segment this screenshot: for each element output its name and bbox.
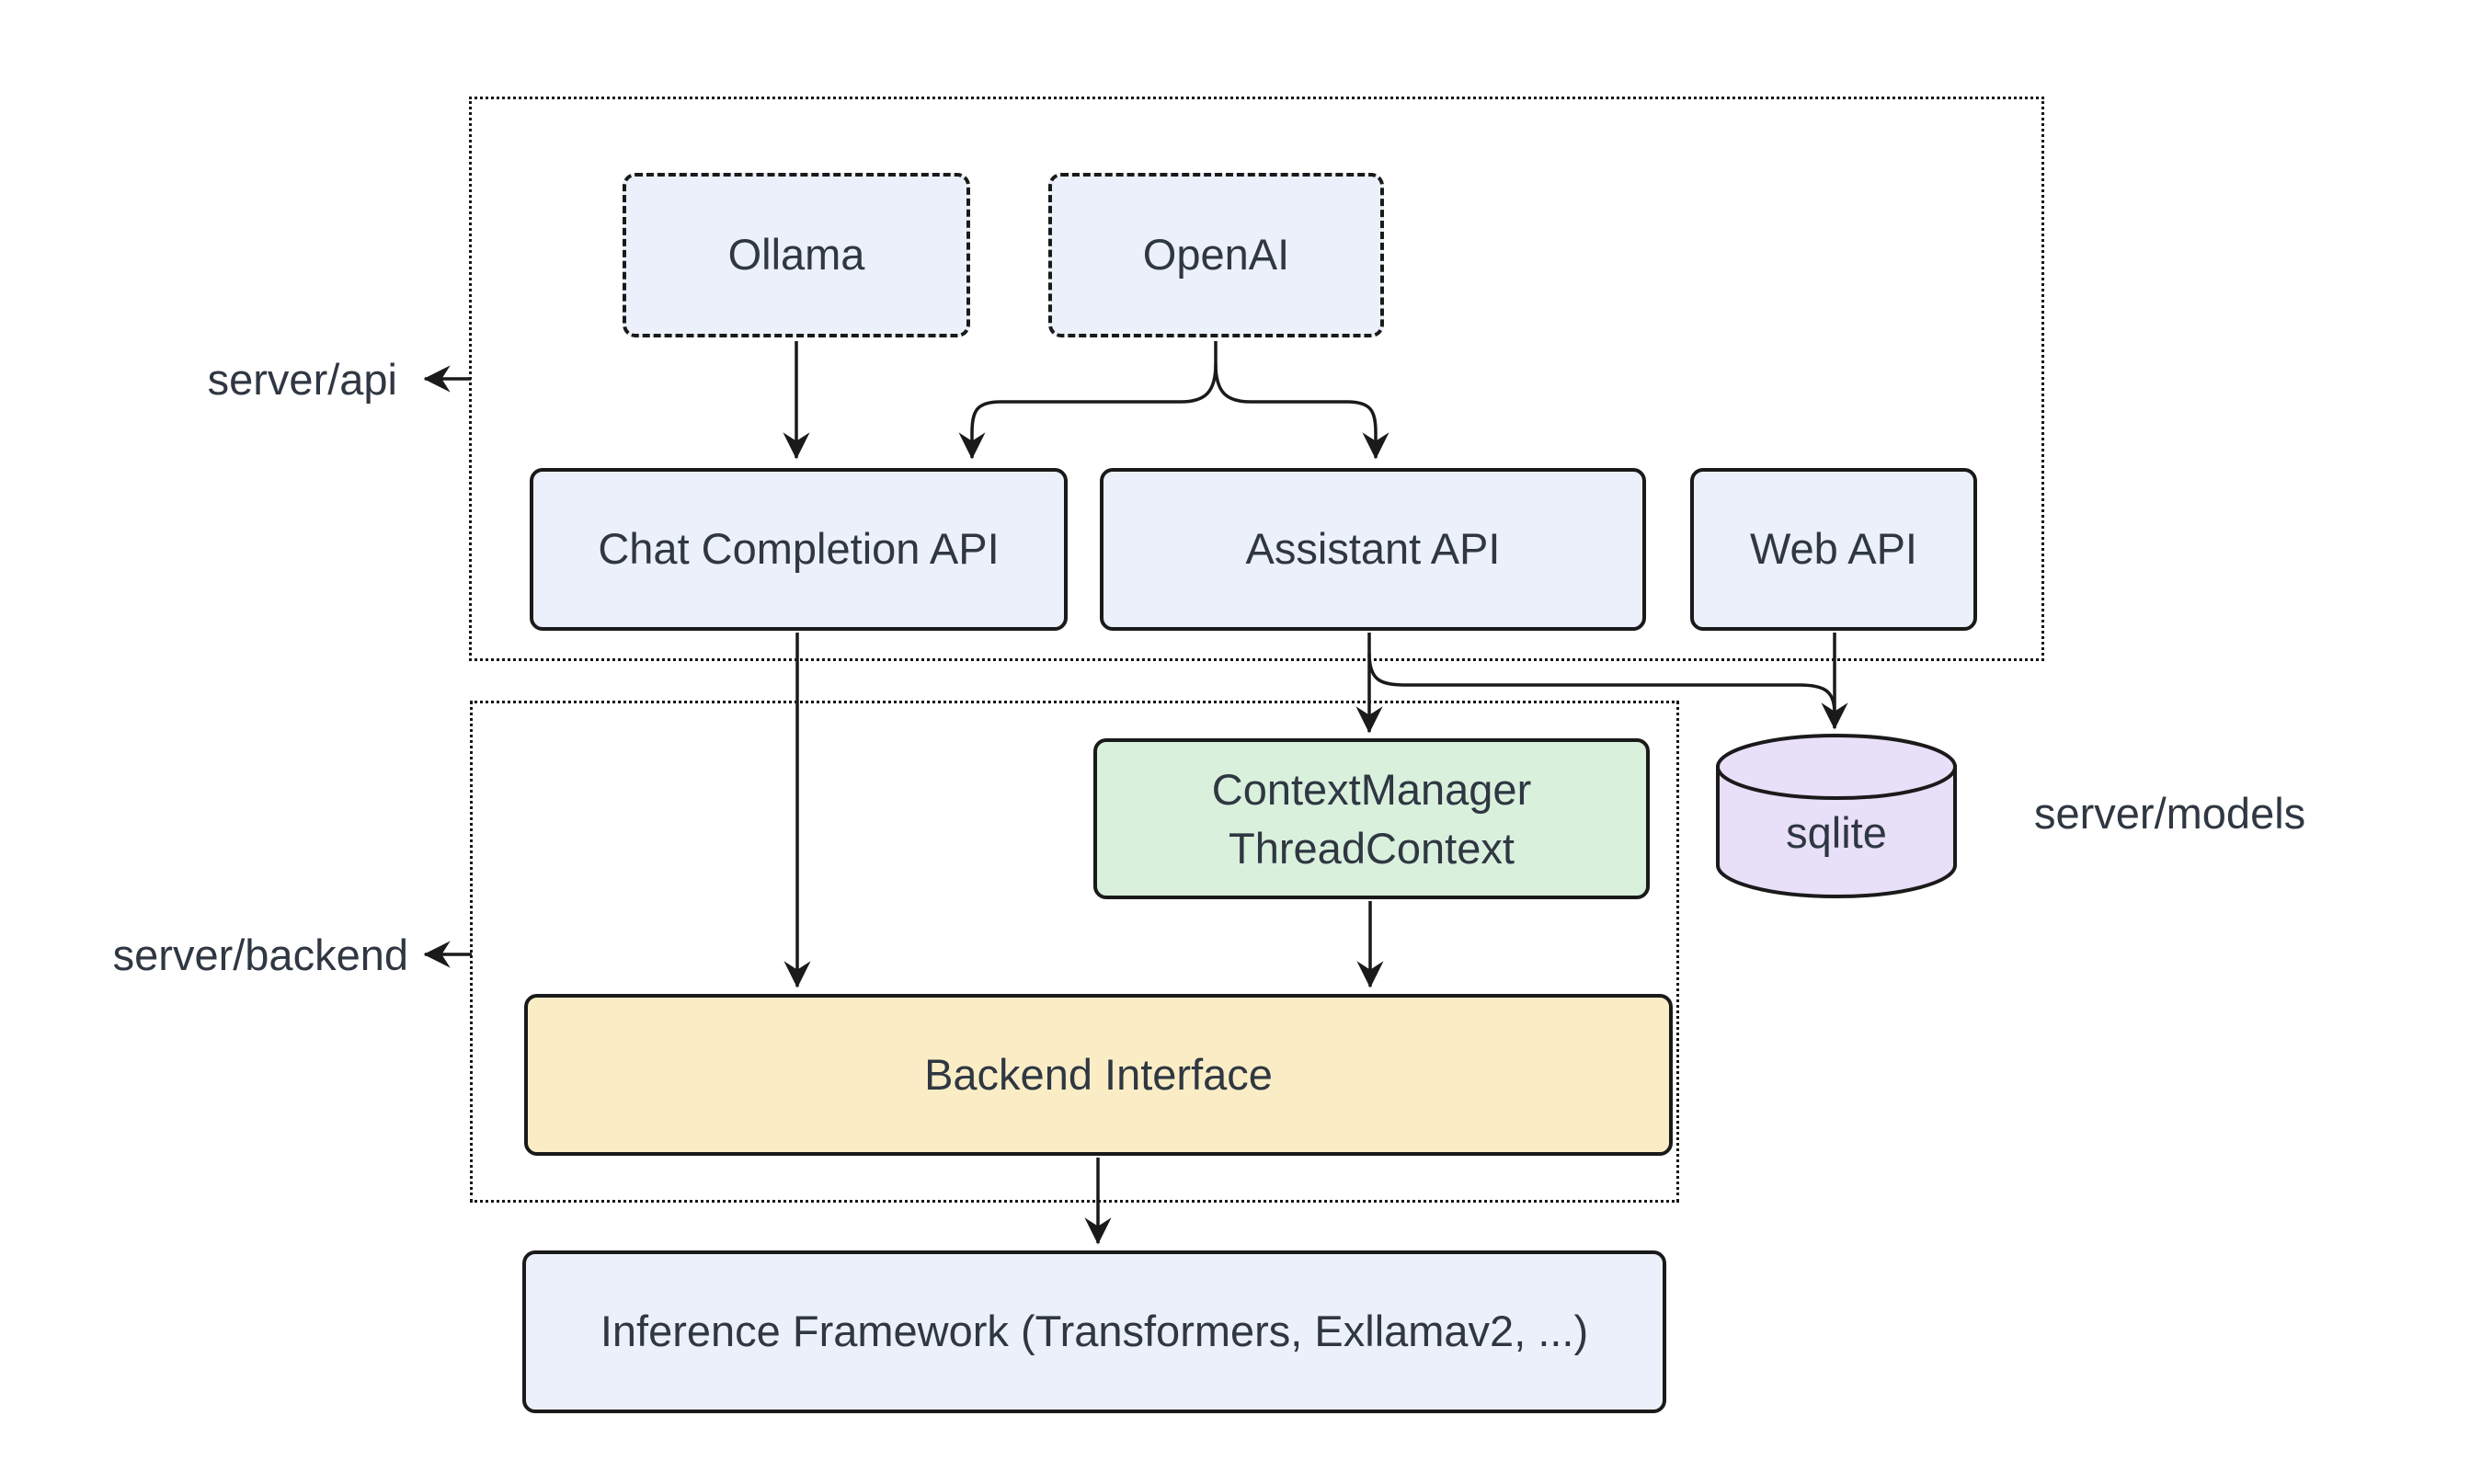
node-backend-interface-label: Backend Interface (924, 1049, 1273, 1099)
node-openai: OpenAI (1048, 173, 1384, 337)
node-web-api: Web API (1690, 468, 1977, 631)
database-cylinder-body (1716, 765, 1957, 898)
node-assistant-api: Assistant API (1100, 468, 1646, 631)
node-ollama: Ollama (623, 173, 970, 337)
node-inference-framework-label: Inference Framework (Transformers, Exlla… (600, 1307, 1589, 1356)
node-sqlite: sqlite (1718, 805, 1955, 860)
node-openai-label: OpenAI (1142, 230, 1290, 280)
server-backend-label: server/backend (112, 930, 408, 979)
node-inference-framework: Inference Framework (Transformers, Exlla… (522, 1250, 1666, 1413)
database-cylinder-top (1716, 734, 1957, 800)
node-assistant-api-label: Assistant API (1245, 524, 1501, 574)
node-context-manager: ContextManager ThreadContext (1093, 738, 1650, 899)
node-web-api-label: Web API (1749, 524, 1917, 574)
database-cylinder-icon (1716, 734, 1957, 898)
edge-openai-to-chat (958, 341, 1218, 460)
node-ollama-label: Ollama (727, 230, 865, 280)
edge-openai-to-assistant (1214, 363, 1389, 460)
node-sqlite-label: sqlite (1786, 807, 1887, 857)
server-api-label: server/api (207, 355, 397, 404)
server-models-label: server/models (2034, 789, 2306, 838)
node-context-manager-line2: ThreadContext (1229, 823, 1515, 873)
node-context-manager-line1: ContextManager (1211, 764, 1532, 814)
node-backend-interface: Backend Interface (524, 994, 1673, 1156)
node-chat-completion-api: Chat Completion API (530, 468, 1068, 631)
edge-assistant-to-sqlite (1367, 652, 1836, 714)
server-backend-region (470, 701, 1679, 1203)
node-chat-completion-api-label: Chat Completion API (598, 524, 1000, 574)
